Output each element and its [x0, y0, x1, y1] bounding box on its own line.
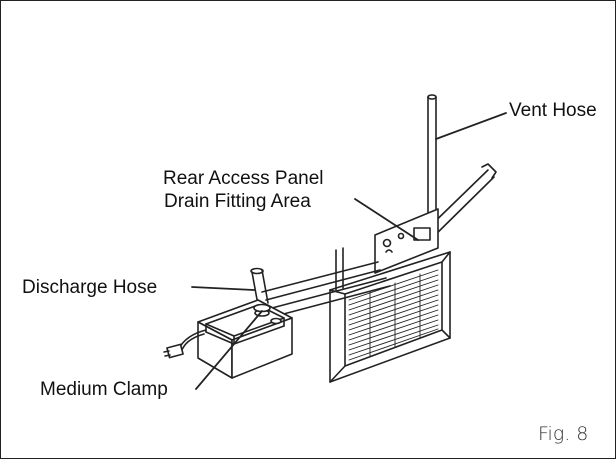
discharge-hose-label: Discharge Hose: [22, 277, 158, 298]
rear-access-panel-label: Rear Access Panel: [163, 168, 324, 189]
condensate-pump: [197, 299, 293, 379]
drain-fitting-bracket: [374, 208, 439, 274]
power-cord: [163, 329, 207, 359]
figure-caption: Fig. 8: [538, 423, 589, 445]
vent-hose-label: Vent Hose: [509, 100, 597, 121]
coil-panel: [329, 247, 451, 383]
leader-lines: [191, 112, 507, 390]
connecting-hoses: [261, 261, 391, 317]
discharge-hose: [250, 267, 269, 306]
vent-hose: [427, 94, 437, 233]
drain-fitting-area-label: Drain Fitting Area: [164, 191, 311, 212]
medium-clamp-label: Medium Clamp: [40, 379, 168, 400]
